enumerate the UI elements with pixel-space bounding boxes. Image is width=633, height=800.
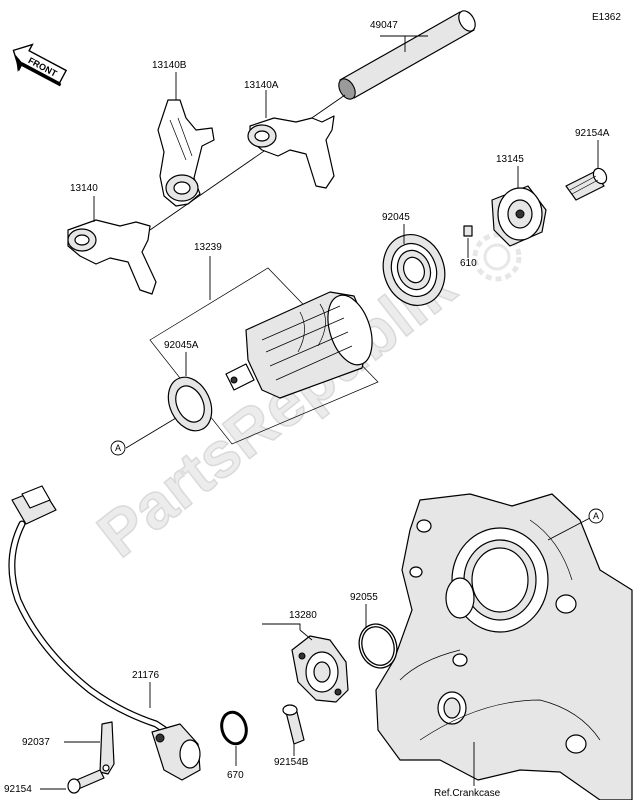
part-49047-shift-rod [149, 10, 476, 231]
part-13239-shift-drum [149, 267, 379, 445]
callout-21176: 21176 [132, 670, 160, 681]
callout-92154B: 92154B [274, 757, 309, 768]
callout-92045: 92045 [382, 212, 410, 223]
ref-marker-a-upper-label: A [115, 443, 121, 453]
part-92154B-bolt [282, 704, 305, 745]
part-92037-clamp [99, 721, 115, 775]
part-670-o-ring [220, 710, 248, 746]
part-13140B-shift-fork [157, 99, 215, 207]
front-arrow-icon: FRONT [12, 43, 68, 87]
callout-92154A: 92154A [575, 128, 610, 139]
part-92154A-bolt [565, 167, 608, 201]
part-92045-bearing [382, 234, 446, 306]
part-92154-bolt [67, 769, 105, 794]
leader-13280b [299, 629, 313, 641]
callout-13280: 13280 [289, 610, 317, 621]
callout-13140B: 13140B [152, 60, 187, 71]
part-13280-position-sensor [291, 635, 349, 703]
part-92045A-bearing [167, 376, 213, 432]
part-13140-shift-fork [67, 219, 157, 295]
callout-92045A: 92045A [164, 340, 199, 351]
callout-92154: 92154 [4, 784, 32, 795]
callout-13140: 13140 [70, 183, 98, 194]
leader-ref-a-upper [125, 417, 177, 449]
ref-marker-a-lower [588, 508, 604, 524]
diagram-code: E1362 [592, 12, 621, 23]
leader-ref-a-lower [547, 517, 591, 541]
ref-crankcase [375, 493, 633, 800]
callout-13145: 13145 [496, 154, 524, 165]
watermark-gear-icon [472, 232, 522, 282]
callout-49047: 49047 [370, 20, 398, 31]
callout-13140A: 13140A [244, 80, 279, 91]
part-13145-drum-cam [491, 185, 547, 247]
callout-670: 670 [227, 770, 244, 781]
callout-610: 610 [460, 258, 477, 269]
leader-13280 [262, 623, 301, 630]
callout-92037: 92037 [22, 737, 50, 748]
part-13140A-shift-fork [247, 115, 335, 189]
callout-13239: 13239 [194, 242, 222, 253]
callout-92055: 92055 [350, 592, 378, 603]
ref-crankcase-label: Ref.Crankcase [434, 788, 501, 799]
part-92055-o-ring [358, 623, 398, 669]
ref-marker-a-lower-label: A [593, 511, 599, 521]
part-21176-wire-harness [8, 485, 201, 781]
part-610-pin [463, 225, 473, 237]
ref-marker-a-upper [110, 440, 126, 456]
